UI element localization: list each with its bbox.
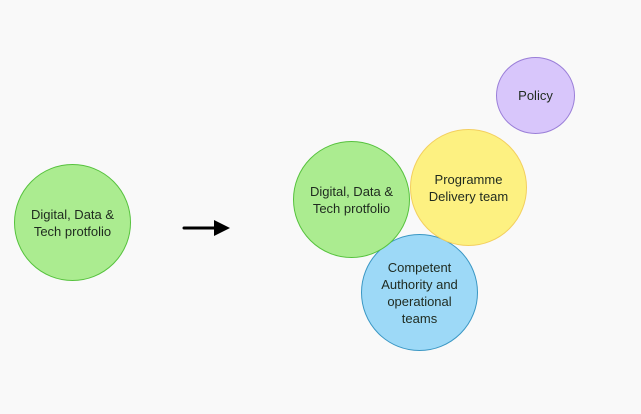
after-ddat-label: Digital, Data & Tech protfolio — [309, 183, 394, 216]
policy-label: Policy — [518, 88, 553, 103]
programme-delivery-label: Programme Delivery team — [428, 171, 509, 204]
policy-circle: Policy — [496, 57, 575, 134]
before-ddat-circle: Digital, Data & Tech protfolio — [14, 164, 131, 281]
after-ddat-circle: Digital, Data & Tech protfolio — [293, 141, 410, 258]
before-ddat-label: Digital, Data & Tech protfolio — [30, 206, 115, 239]
competent-authority-circle: Competent Authority and operational team… — [361, 234, 478, 351]
competent-authority-label: Competent Authority and operational team… — [381, 259, 458, 326]
right-arrow-icon — [182, 220, 230, 236]
programme-delivery-circle: Programme Delivery team — [410, 129, 527, 246]
